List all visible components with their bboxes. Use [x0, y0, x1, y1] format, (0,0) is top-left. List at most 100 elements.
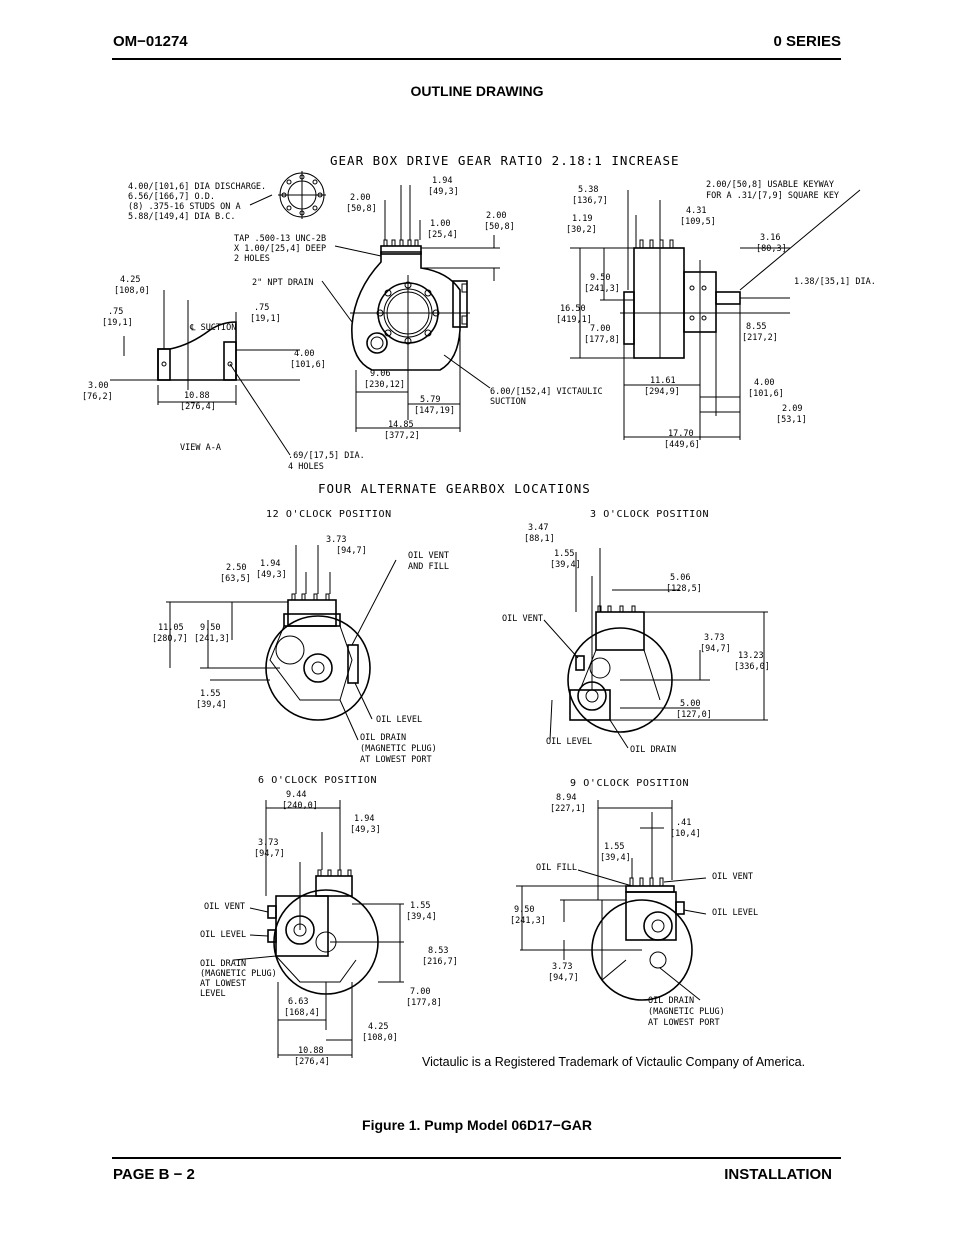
- p6-dim-1-55: 1.55: [410, 901, 430, 911]
- dim-4-00-side-mm: [101,6]: [748, 389, 784, 399]
- p6-oil-vent: OIL VENT: [204, 902, 245, 912]
- p3-dim-3-47-mm: [88,1]: [524, 534, 555, 544]
- p12-dim-3-73-mm: [94,7]: [336, 546, 367, 556]
- p3-dim-3-73: 3.73: [704, 633, 724, 643]
- position-12-oclock: 12 O'CLOCK POSITION 3.73 [94,7] 1.94 [49…: [152, 509, 449, 765]
- dim-4-00-side: 4.00: [754, 378, 774, 388]
- dim-8-55-mm: [217,2]: [742, 333, 778, 343]
- p6-dim-4-25-mm: [108,0]: [362, 1033, 398, 1043]
- p3-dim-5-00-mm: [127,0]: [676, 710, 712, 720]
- p3-dim-3-73-mm: [94,7]: [700, 644, 731, 654]
- side-view: 2.00/[50,8] USABLE KEYWAY FOR A .31/[7,9…: [556, 180, 876, 450]
- page-number: PAGE B − 2: [113, 1166, 195, 1183]
- p12-dim-2-50: 2.50: [226, 563, 246, 573]
- p12-oil-vent-fill-1: OIL VENT: [408, 551, 449, 561]
- dim-9-50-side-mm: [241,3]: [584, 284, 620, 294]
- p6-oil-level: OIL LEVEL: [200, 930, 246, 940]
- dim-1-19-mm: [30,2]: [566, 225, 597, 235]
- victaulic-suction-note-1: 6.00/[152,4] VICTAULIC: [490, 387, 603, 397]
- section-name: INSTALLATION: [724, 1166, 832, 1183]
- footer-rule: [112, 1157, 841, 1159]
- discharge-note-2: 6.56/[166,7] O.D.: [128, 192, 215, 202]
- p12-dim-11-05-mm: [280,7]: [152, 634, 188, 644]
- holes-note-1: .69/[17,5] DIA.: [288, 451, 365, 461]
- p6-dim-3-73: 3.73: [258, 838, 278, 848]
- p12-dim-1-55-mm: [39,4]: [196, 700, 227, 710]
- p3-dim-1-55: 1.55: [554, 549, 574, 559]
- tap-note-2: X 1.00/[25,4] DEEP: [234, 244, 326, 254]
- dim-11-61: 11.61: [650, 376, 676, 386]
- p3-oil-vent: OIL VENT: [502, 614, 543, 624]
- p6-dim-7-00-mm: [177,8]: [406, 998, 442, 1008]
- p6-dim-6-63-mm: [168,4]: [284, 1008, 320, 1018]
- document-number: OM−01274: [113, 33, 188, 50]
- p9-dim-9-50-mm: [241,3]: [510, 916, 546, 926]
- p9-oil-vent: OIL VENT: [712, 872, 753, 882]
- dim-1-94-top-mm: [49,3]: [428, 187, 459, 197]
- p9-dim-8-94-mm: [227,1]: [550, 804, 586, 814]
- p3-dim-13-23: 13.23: [738, 651, 764, 661]
- dim-4-31: 4.31: [686, 206, 706, 216]
- p12-dim-11-05: 11.05: [158, 623, 184, 633]
- p12-dim-9-50: 9.50: [200, 623, 220, 633]
- dim-1-94-top: 1.94: [432, 176, 452, 186]
- p3-dim-3-47: 3.47: [528, 523, 548, 533]
- keyway-note-2: FOR A .31/[7,9] SQUARE KEY: [706, 191, 839, 201]
- p3-dim-5-00: 5.00: [680, 699, 700, 709]
- p12-oil-drain-1: OIL DRAIN: [360, 733, 406, 743]
- tap-note-3: 2 HOLES: [234, 254, 270, 264]
- p9-dim-8-94: 8.94: [556, 793, 576, 803]
- dim-075-right: .75: [254, 303, 269, 313]
- position-3-oclock: 3 O'CLOCK POSITION 3.47 [88,1] 1.55 [39,…: [502, 509, 770, 755]
- p6-oil-drain-4: LEVEL: [200, 989, 226, 999]
- p9-oil-drain-1: OIL DRAIN: [648, 996, 694, 1006]
- p12-oil-level: OIL LEVEL: [376, 715, 422, 725]
- dim-3-00-mm: [76,2]: [82, 392, 113, 402]
- npt-drain-label: 2" NPT DRAIN: [252, 278, 313, 288]
- dim-4-00-base-mm: [101,6]: [290, 360, 326, 370]
- dim-2-09-mm: [53,1]: [776, 415, 807, 425]
- p3-oil-drain: OIL DRAIN: [630, 745, 676, 755]
- dim-2-09: 2.09: [782, 404, 802, 414]
- p6-title: 6 O'CLOCK POSITION: [258, 775, 377, 786]
- series-label: 0 SERIES: [773, 33, 841, 50]
- suction-centerline: ℄ SUCTION: [189, 323, 236, 333]
- front-view: 4.00/[101,6] DIA DISCHARGE. 6.56/[166,7]…: [128, 171, 603, 441]
- dim-2-00-left-mm: [50,8]: [346, 204, 377, 214]
- p12-dim-9-50-mm: [241,3]: [194, 634, 230, 644]
- p12-oil-vent-fill-2: AND FILL: [408, 562, 449, 572]
- p12-oil-drain-2: (MAGNETIC PLUG): [360, 744, 437, 754]
- dim-7-00-side: 7.00: [590, 324, 610, 334]
- dim-4-31-mm: [109,5]: [680, 217, 716, 227]
- dim-9-06: 9.06: [370, 369, 390, 379]
- p3-dim-13-23-mm: [336,0]: [734, 662, 770, 672]
- dim-10-88-base-mm: [276,4]: [180, 402, 216, 412]
- p12-title: 12 O'CLOCK POSITION: [266, 509, 392, 520]
- p6-dim-8-53: 8.53: [428, 946, 448, 956]
- p9-dim-3-73: 3.73: [552, 962, 572, 972]
- p6-dim-9-44-mm: [240,0]: [282, 801, 318, 811]
- p12-dim-1-55: 1.55: [200, 689, 220, 699]
- view-a-a: 4.25 [108,0] .75 [19,1] ℄ SUCTION .75 [1…: [82, 275, 365, 472]
- alternate-locations-title: FOUR ALTERNATE GEARBOX LOCATIONS: [318, 481, 591, 496]
- view-a-a-label: VIEW A-A: [180, 443, 221, 453]
- discharge-note-4: 5.88/[149,4] DIA B.C.: [128, 212, 235, 222]
- dim-9-50-side: 9.50: [590, 273, 610, 283]
- p6-dim-6-63: 6.63: [288, 997, 308, 1007]
- p3-dim-1-55-mm: [39,4]: [550, 560, 581, 570]
- dim-16-50-mm: [419,1]: [556, 315, 592, 325]
- p3-dim-5-06: 5.06: [670, 573, 690, 583]
- p6-dim-9-44: 9.44: [286, 790, 306, 800]
- dim-5-79: 5.79: [420, 395, 440, 405]
- dim-17-70: 17.70: [668, 429, 694, 439]
- p6-dim-4-25: 4.25: [368, 1022, 388, 1032]
- dim-11-61-mm: [294,9]: [644, 387, 680, 397]
- p9-title: 9 O'CLOCK POSITION: [570, 778, 689, 789]
- p9-oil-fill: OIL FILL: [536, 863, 577, 873]
- dim-3-00: 3.00: [88, 381, 108, 391]
- tap-note-1: TAP .500-13 UNC-2B: [234, 234, 326, 244]
- section-title: OUTLINE DRAWING: [410, 83, 544, 99]
- p9-dim-0-41: .41: [676, 818, 691, 828]
- gearbox-title: GEAR BOX DRIVE GEAR RATIO 2.18:1 INCREAS…: [330, 153, 680, 168]
